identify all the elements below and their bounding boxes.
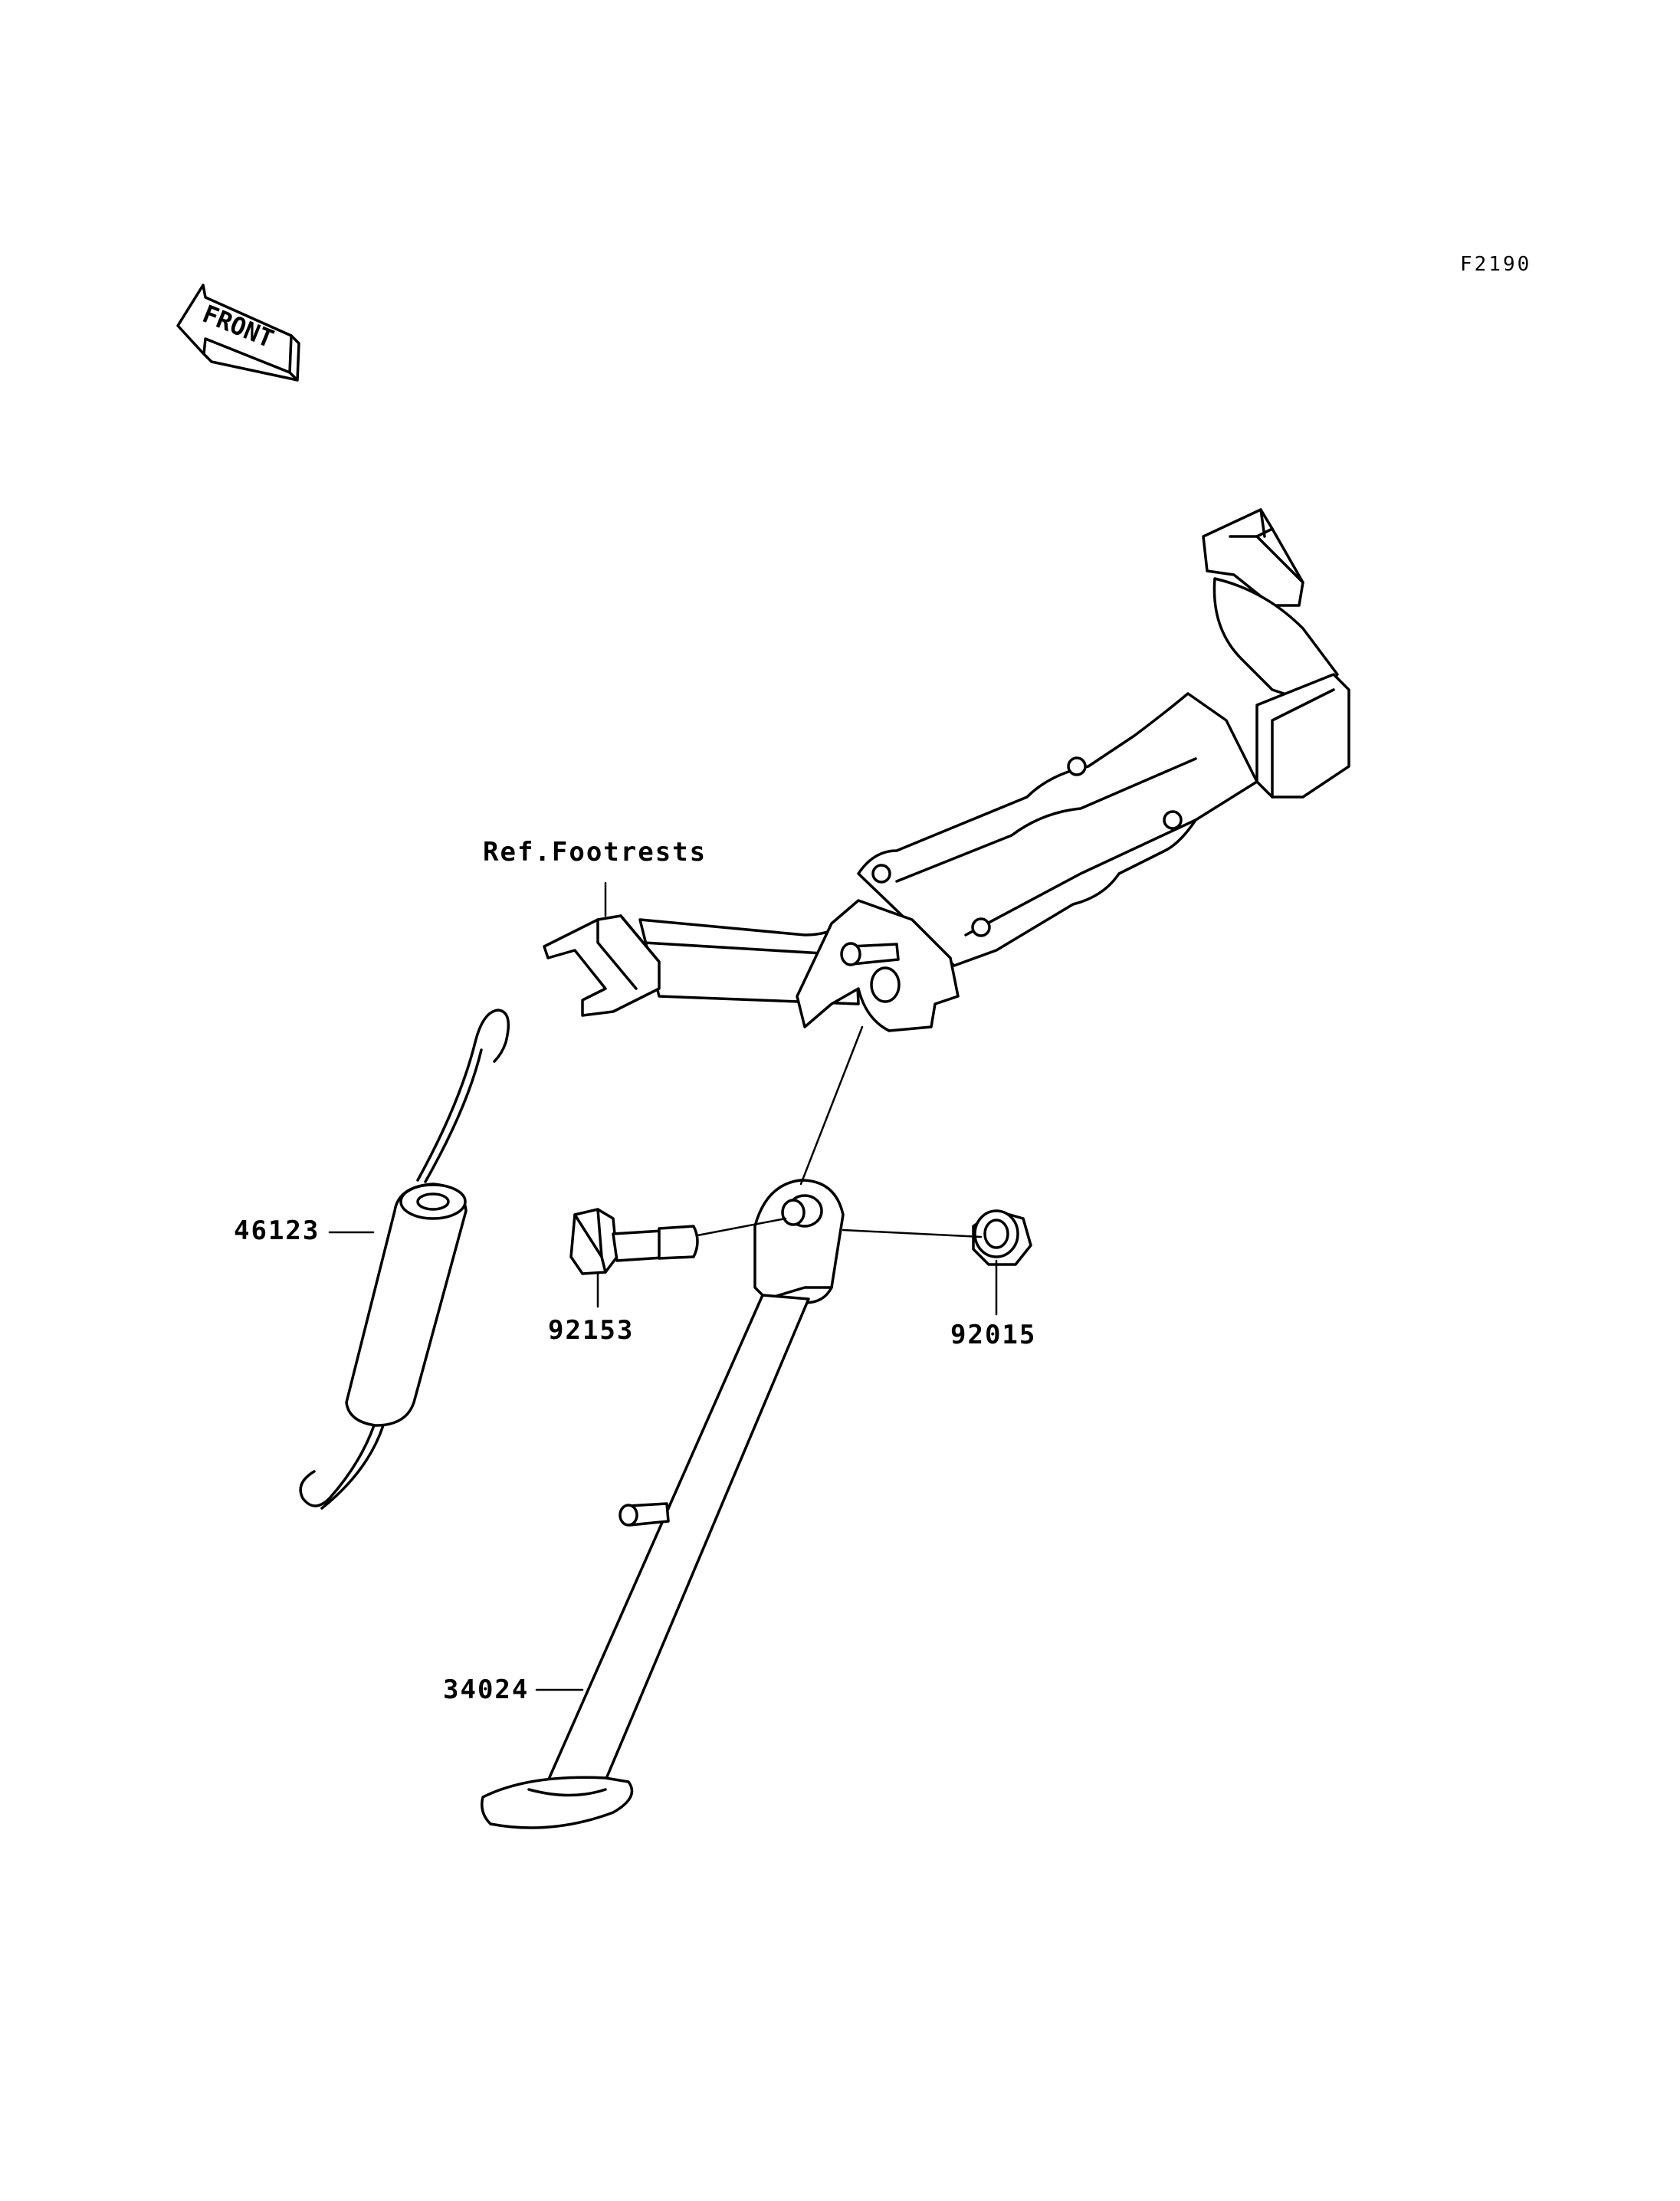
ref-footrests-label: Ref.Footrests xyxy=(483,837,707,868)
figure-code: F2190 xyxy=(1460,253,1532,276)
side-stand-34024 xyxy=(481,1294,810,1829)
part-number-92153: 92153 xyxy=(548,1315,635,1346)
bolt-92153 xyxy=(569,1208,699,1275)
nut-92015 xyxy=(972,1209,1032,1266)
part-number-92015: 92015 xyxy=(950,1320,1037,1350)
part-number-46123: 46123 xyxy=(234,1215,320,1246)
stand-pivot-lug xyxy=(753,1179,845,1304)
front-arrow-icon: FRONT xyxy=(176,284,300,382)
leader-lines xyxy=(328,881,998,1691)
part-number-34024: 34024 xyxy=(443,1675,530,1705)
frame-bracket xyxy=(543,508,1350,1032)
spring-46123 xyxy=(299,1009,510,1510)
